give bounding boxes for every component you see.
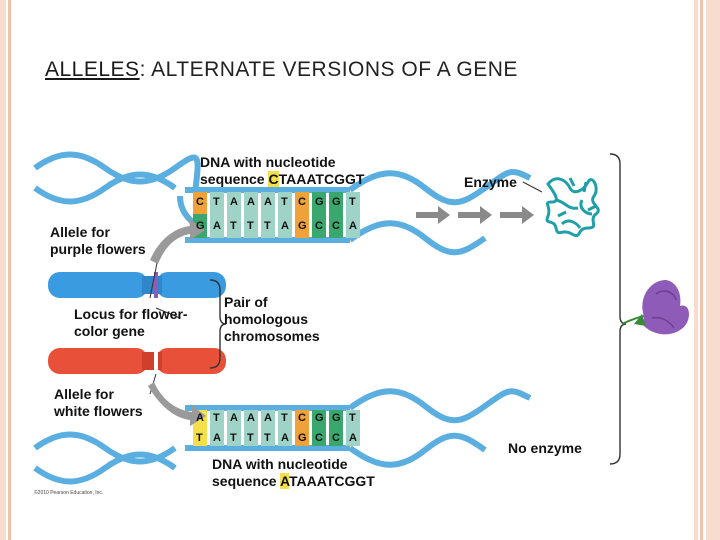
base-letter: T [196,432,203,444]
base-letter: T [349,196,356,208]
homologous-pair-label: Pair of homologous chromosomes [224,294,320,345]
base-letter: A [349,432,357,444]
outcome-bracket [609,153,627,465]
left-stripe-inner [8,0,11,540]
left-stripe-outer [0,0,6,540]
base-letter: G [332,412,341,424]
base-letter: T [213,412,220,424]
base-letter: G [315,196,324,208]
base-letter: G [298,220,307,232]
base-letter: T [281,412,288,424]
base-letter: T [264,432,271,444]
bottom-dna-label-line1: DNA with nucleotide [212,456,348,472]
base-letter: A [247,412,255,424]
pair-line2: homologous [224,311,308,327]
base-letter: G [298,432,307,444]
bottom-dna-label: DNA with nucleotide sequence ATAAATCGGT [212,456,375,490]
base-letter: A [213,220,221,232]
base-letter: G [196,220,205,232]
base-letter: T [264,220,271,232]
base-letter: C [196,196,204,208]
allele-white-line1: Allele for [54,386,114,402]
pair-line1: Pair of [224,294,268,310]
base-letter: A [213,432,221,444]
enzyme-arrows [416,206,534,224]
base-letter: A [349,220,357,232]
copyright-notice: ©2010 Pearson Education, Inc. [34,490,104,496]
red-chromosome [48,348,226,374]
top-dna-helix [33,151,532,256]
base-letter: G [315,412,324,424]
locus-line2: color gene [74,323,145,339]
base-letter: C [332,432,340,444]
base-letter: T [230,432,237,444]
allele-purple-line1: Allele for [50,224,110,240]
curved-arrows [148,218,206,426]
base-letter: A [264,412,272,424]
base-letter: A [281,220,289,232]
bottom-dna-seq-rest: TAAATCGGT [289,473,375,489]
slide-title: ALLELES: ALTERNATE VERSIONS OF A GENE [45,58,518,82]
top-dna-label-line1: DNA with nucleotide [200,154,336,170]
locus-label: Locus for flower- color gene [74,306,188,340]
allele-purple-label: Allele for purple flowers [50,224,146,258]
locus-line1: Locus for flower- [74,306,188,322]
allele-white-label: Allele for white flowers [54,386,143,420]
right-stripe-2 [700,0,703,540]
bottom-dna-seq-prefix: sequence [212,473,280,489]
allele-purple-line2: purple flowers [50,241,146,257]
base-letter: C [298,196,306,208]
title-term: ALLELES [45,58,140,81]
base-letter: G [332,196,341,208]
base-letter: A [264,196,272,208]
allele-white-line2: white flowers [54,403,143,419]
base-letter: T [247,220,254,232]
allele-diagram: C T A A A T C G G T G A T T T A G C C A … [30,148,692,502]
top-dna-seq-rest: TAAATCGGT [278,171,365,187]
diagram-graphics [33,151,689,485]
bottom-dna-seq-highlight: A [279,473,290,489]
right-stripe-3 [706,0,720,540]
top-dna-label: DNA with nucleotide sequence CTAAATCGGT [200,154,364,188]
top-base-pairs [193,192,360,238]
purple-flower [621,280,689,335]
base-letter: A [230,412,238,424]
base-letter: T [247,432,254,444]
base-letter: A [196,412,204,424]
right-stripe-1 [694,0,698,540]
enzyme-label: Enzyme [464,174,517,190]
base-letter: T [213,196,220,208]
bottom-dna-helix [33,388,532,485]
pair-line3: chromosomes [224,328,320,344]
homologous-brace [209,279,227,369]
bottom-base-pairs [193,410,360,446]
top-dna-seq-highlight: C [268,171,279,187]
base-letter: C [315,220,323,232]
top-dna-seq-prefix: sequence [200,171,269,187]
title-rest: ALTERNATE VERSIONS OF A GENE [151,58,518,81]
base-letter: T [281,196,288,208]
base-letter: T [349,412,356,424]
base-letter: A [247,196,255,208]
title-colon: : [139,58,146,81]
enzyme-pointer [522,181,543,193]
base-letter: A [281,432,289,444]
base-letter: A [230,196,238,208]
base-letter: C [315,432,323,444]
bottom-dna-label-line2: sequence ATAAATCGGT [212,473,375,490]
enzyme-protein [545,177,600,238]
blue-chromosome [48,272,226,298]
base-letter: C [332,220,340,232]
top-dna-label-line2: sequence CTAAATCGGT [200,171,364,188]
no-enzyme-label: No enzyme [508,440,582,456]
base-letter: C [298,412,306,424]
base-letter: T [230,220,237,232]
